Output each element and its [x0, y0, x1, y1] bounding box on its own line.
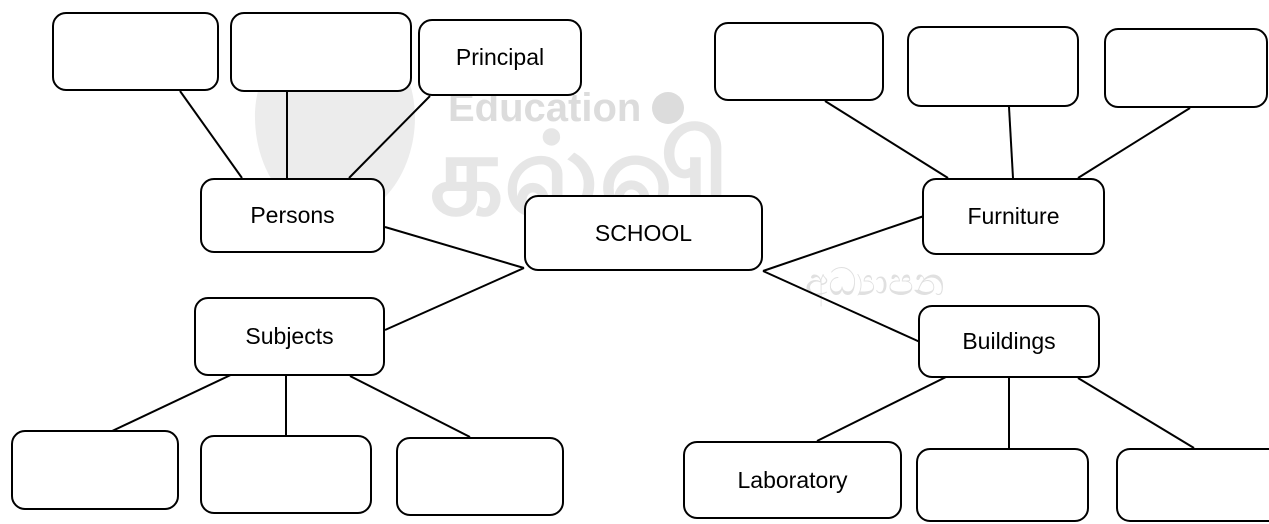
line-persons-principal	[348, 95, 431, 179]
leaf-node-principal: Principal	[418, 19, 582, 96]
line-persons-leaf1	[179, 90, 243, 179]
leaf-box-subjects-3	[396, 437, 564, 516]
line-school-subjects	[384, 267, 525, 331]
leaf-node-laboratory: Laboratory	[683, 441, 902, 519]
leaf-box-furniture-3	[1104, 28, 1268, 108]
center-node-school: SCHOOL	[524, 195, 763, 271]
line-subjects-leaf3	[349, 375, 471, 438]
line-school-furniture	[762, 215, 925, 272]
leaf-box-subjects-2	[200, 435, 372, 514]
line-buildings-laboratory	[816, 374, 951, 442]
leaf-box-persons-2	[230, 12, 412, 92]
line-furniture-leaf3	[1077, 107, 1191, 179]
line-subjects-leaf1	[109, 371, 238, 433]
line-school-persons	[384, 226, 525, 269]
line-buildings-leaf3	[1077, 377, 1195, 449]
line-furniture-leaf2	[1008, 106, 1014, 179]
line-furniture-leaf1	[824, 100, 949, 179]
category-node-subjects: Subjects	[194, 297, 385, 376]
line-school-buildings	[762, 270, 921, 343]
leaf-box-buildings-2	[916, 448, 1089, 522]
category-node-buildings: Buildings	[918, 305, 1100, 378]
category-node-persons: Persons	[200, 178, 385, 253]
category-node-furniture: Furniture	[922, 178, 1105, 255]
leaf-box-furniture-1	[714, 22, 884, 101]
leaf-box-subjects-1	[11, 430, 179, 510]
leaf-box-buildings-3	[1116, 448, 1269, 522]
leaf-box-persons-1	[52, 12, 219, 91]
leaf-box-furniture-2	[907, 26, 1079, 107]
